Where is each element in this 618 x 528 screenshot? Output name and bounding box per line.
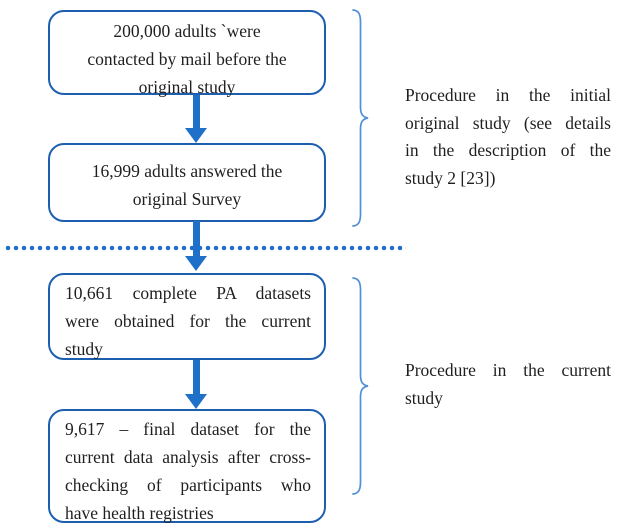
- flow-box-text-line: study: [65, 339, 103, 359]
- flow-box-final-dataset: 9,617 – final dataset for the current da…: [48, 409, 326, 523]
- flow-box-text-line: original Survey: [132, 189, 242, 209]
- down-arrow-icon: [185, 221, 207, 271]
- annotation-text-line: study 2 [23]): [405, 167, 496, 188]
- flow-box-text-line: contacted by mail before the: [87, 49, 287, 69]
- down-arrow-icon: [185, 360, 207, 409]
- right-brace-icon: [352, 9, 372, 227]
- flow-box-complete-datasets: 10,661 complete PA datasets were obtaine…: [48, 273, 326, 360]
- right-brace-icon: [352, 277, 372, 495]
- annotation-current-study: Procedure in the current study: [405, 357, 611, 412]
- flow-box-text-line: 16,999 adults answered the: [91, 161, 283, 181]
- flow-box-contacted: 200,000 adults `were contacted by mail b…: [48, 10, 326, 97]
- flow-box-answered: 16,999 adults answered the original Surv…: [48, 143, 326, 222]
- arrow-head: [185, 128, 207, 143]
- annotation-text-line: in the description of the: [405, 140, 611, 160]
- arrow-shaft: [192, 95, 200, 128]
- arrow-shaft: [192, 360, 200, 394]
- dotted-divider: [4, 245, 406, 251]
- flow-box-text-line: 9,617 – final dataset for the: [65, 419, 311, 439]
- annotation-text-line: study: [405, 387, 443, 408]
- flow-box-text-line: were obtained for the current: [65, 311, 311, 331]
- flow-box-text-line: current data analysis after cross-: [65, 447, 311, 467]
- arrow-head: [185, 394, 207, 409]
- flow-box-text-line: 200,000 adults `were: [113, 21, 261, 41]
- flow-box-text-line: 10,661 complete PA datasets: [65, 283, 311, 303]
- annotation-text-line: Procedure in the initial: [405, 85, 611, 105]
- arrow-shaft: [192, 221, 200, 256]
- flow-box-text-line: have health registries: [65, 503, 214, 523]
- flow-box-text-line: checking of participants who: [65, 475, 311, 495]
- arrow-head: [185, 256, 207, 271]
- annotation-text-line: Procedure in the current: [405, 360, 611, 380]
- down-arrow-icon: [185, 95, 207, 143]
- annotation-initial-study: Procedure in the initial original study …: [405, 82, 611, 192]
- annotation-text-line: original study (see details: [405, 112, 611, 133]
- flow-box-text-line: original study: [138, 77, 236, 97]
